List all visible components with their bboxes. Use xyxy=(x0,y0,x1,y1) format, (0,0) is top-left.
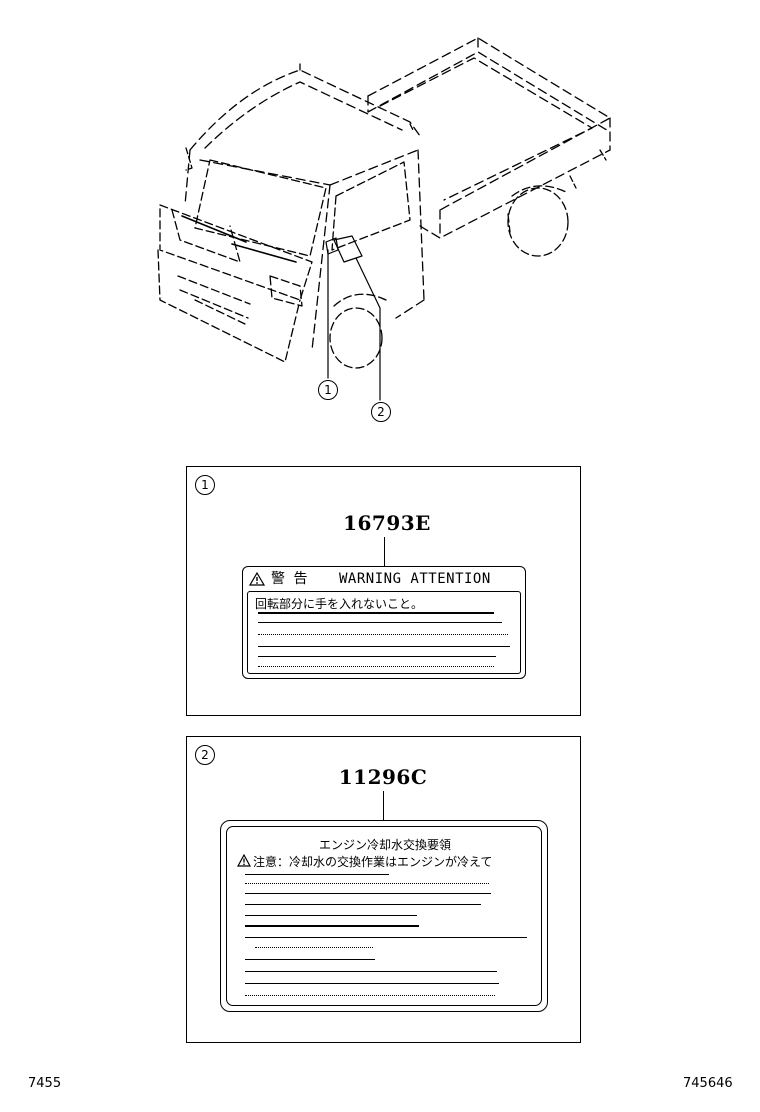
wipers xyxy=(181,215,297,263)
text-line xyxy=(245,883,489,884)
callout-2: 2 xyxy=(371,402,391,422)
warning-triangle-icon xyxy=(237,854,251,867)
coolant-title: エンジン冷却水交換要領 xyxy=(318,838,451,852)
coolant-label-11296c: エンジン冷却水交換要領 注意：冷却水の交換作業はエンジンが冷えて xyxy=(220,820,548,1012)
label-2-location xyxy=(333,235,363,263)
panel-number-1: 1 xyxy=(195,475,215,495)
rear-wheel xyxy=(507,185,569,257)
warning-header: 警 告 WARNING ATTENTION xyxy=(249,570,519,588)
coolant-caution-text: 注意：冷却水の交換作業はエンジンが冷えて xyxy=(253,855,493,869)
warning-header-jp: 警 告 xyxy=(271,571,310,587)
warning-triangle-icon xyxy=(249,572,265,586)
text-line xyxy=(258,666,494,667)
text-line xyxy=(245,893,491,894)
warning-header-en: WARNING ATTENTION xyxy=(339,571,491,587)
cargo-bed xyxy=(367,37,611,239)
text-line xyxy=(245,915,417,916)
warning-label-16793e: 警 告 WARNING ATTENTION 回転部分に手を入れないこと。 xyxy=(242,566,526,679)
warning-body-text: 回転部分に手を入れないこと。 xyxy=(255,597,424,611)
text-line xyxy=(245,937,527,938)
text-line xyxy=(255,947,373,948)
part-number-11296c: 11296C xyxy=(338,765,428,789)
callout-1: 1 xyxy=(318,380,338,400)
coolant-caution: 注意：冷却水の交換作業はエンジンが冷えて xyxy=(237,853,537,869)
text-line xyxy=(245,904,481,905)
mirrors xyxy=(185,123,607,189)
front-wheel xyxy=(329,293,387,369)
warning-body: 回転部分に手を入れないこと。 xyxy=(247,591,521,674)
text-line xyxy=(245,971,497,972)
text-line xyxy=(245,995,495,996)
footer-right-code: 745646 xyxy=(683,1076,733,1091)
cab-outline xyxy=(184,63,425,351)
part-leader-line-1 xyxy=(384,537,385,567)
truck-illustration xyxy=(157,37,611,401)
windows xyxy=(194,159,411,257)
text-line xyxy=(258,612,494,614)
text-line xyxy=(245,959,375,960)
text-line xyxy=(245,983,499,984)
text-line xyxy=(245,925,419,927)
label-panel-1: 1 16793E 警 告 WARNING ATTENTION 回転部分に手を入れ… xyxy=(186,466,581,716)
leader-line-2 xyxy=(355,257,381,401)
front-face xyxy=(157,204,313,363)
coolant-label-inner: エンジン冷却水交換要領 注意：冷却水の交換作業はエンジンが冷えて xyxy=(226,826,542,1006)
panel-number-2: 2 xyxy=(195,745,215,765)
footer-left-code: 7455 xyxy=(28,1076,62,1091)
label-panel-2: 2 11296C エンジン冷却水交換要領 注意：冷却水の交換作業はエンジンが冷え… xyxy=(186,736,581,1043)
text-line xyxy=(258,656,496,657)
text-line xyxy=(258,622,502,623)
part-number-16793e: 16793E xyxy=(343,511,431,535)
part-leader-line-2 xyxy=(383,791,384,821)
text-line xyxy=(245,874,389,875)
text-line xyxy=(258,634,508,635)
text-line xyxy=(258,646,510,647)
